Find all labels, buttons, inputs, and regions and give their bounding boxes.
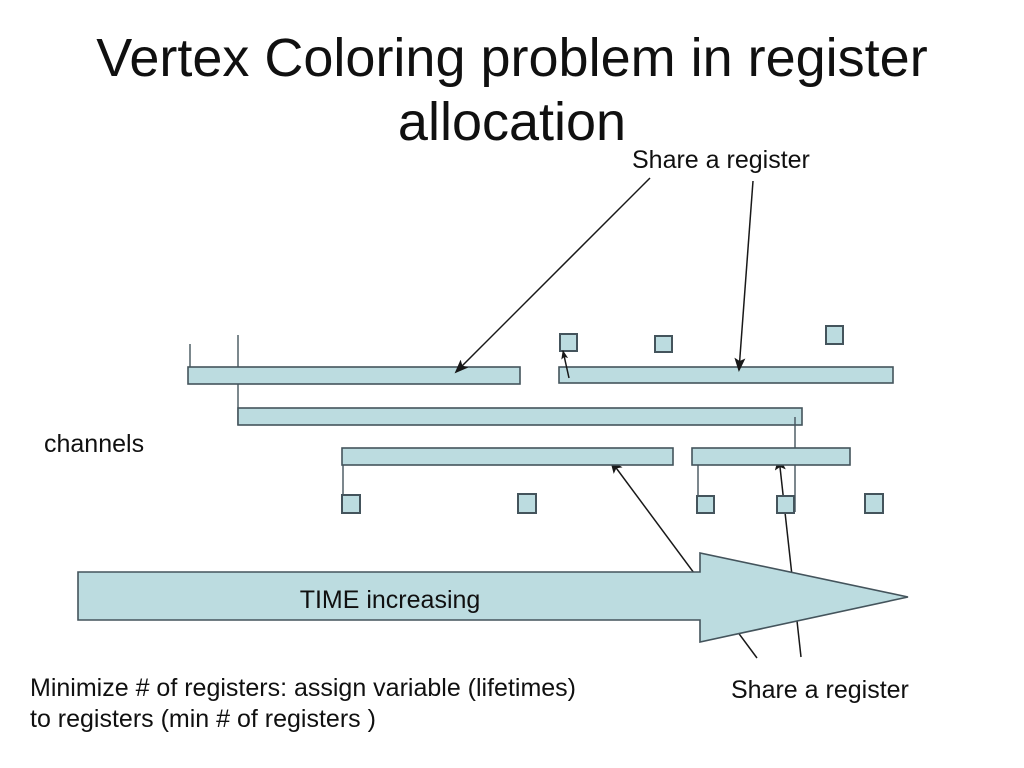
var-square-bottom-4 xyxy=(776,495,795,514)
channels-label: channels xyxy=(44,430,145,458)
minimize-note: Minimize # of registers: assign variable… xyxy=(30,673,576,735)
share-top-arrow-2 xyxy=(734,180,754,372)
share-bottom-arrow-2 xyxy=(774,456,802,658)
slide-title-line2: allocation xyxy=(397,92,627,152)
var-square-bottom-1 xyxy=(341,494,361,514)
var-square-top-2 xyxy=(654,335,673,353)
var-square-bottom-3 xyxy=(696,495,715,514)
minimize-note-line1: Minimize # of registers: assign variable… xyxy=(30,674,577,702)
share-register-label-bottom: Share a register xyxy=(731,676,909,704)
var-square-bottom-5 xyxy=(864,493,884,514)
slide-title-line1: Vertex Coloring problem in register xyxy=(96,28,928,88)
minimize-note-line2: to registers (min # of registers ) xyxy=(30,705,376,733)
var-square-bottom-2 xyxy=(517,493,537,514)
var-square-top-3 xyxy=(825,325,844,345)
lifetime-bar-c1 xyxy=(341,447,674,466)
lifetime-bar-c2 xyxy=(691,447,851,466)
square-connector-arrow xyxy=(561,350,570,379)
share-top-arrow-1 xyxy=(454,177,651,374)
time-increasing-label: TIME increasing xyxy=(299,586,481,614)
lifetime-bar-a1 xyxy=(187,366,521,385)
lifetime-bar-b xyxy=(237,407,803,426)
time-arrow-shape xyxy=(77,552,909,643)
lifetime-bar-a2 xyxy=(558,366,894,384)
share-register-label-top: Share a register xyxy=(632,146,810,174)
slide-title: Vertex Coloring problem in register allo… xyxy=(0,26,1024,154)
var-square-top-1 xyxy=(559,333,578,352)
